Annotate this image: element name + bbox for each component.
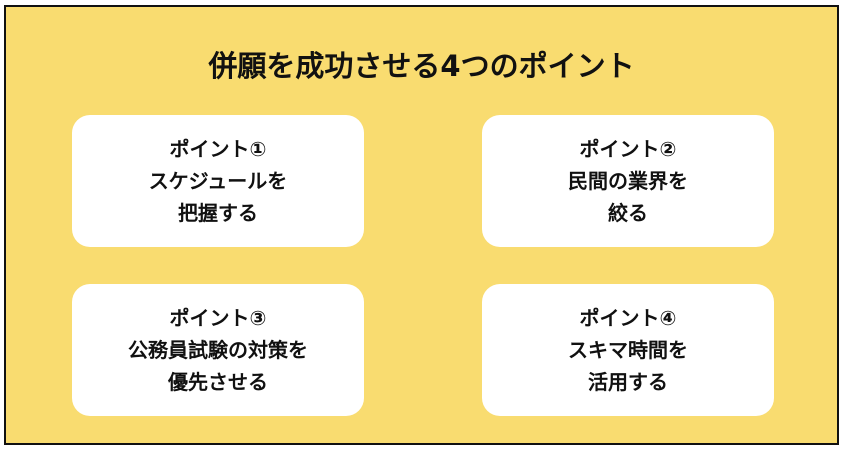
diagram-frame: 併願を成功させる4つのポイント ポイント① スケジュールを 把握する ポイント②… xyxy=(4,5,839,445)
point-heading: ポイント① xyxy=(169,137,267,161)
point-heading: ポイント② xyxy=(579,137,677,161)
diagram-title: 併願を成功させる4つのポイント xyxy=(208,49,635,83)
point-heading: ポイント③ xyxy=(169,306,267,330)
point-text: 絞る xyxy=(608,201,648,225)
point-card-3: ポイント③ 公務員試験の対策を 優先させる xyxy=(72,284,364,416)
point-card-2: ポイント② 民間の業界を 絞る xyxy=(482,115,774,247)
point-heading: ポイント④ xyxy=(579,306,677,330)
point-text: 活用する xyxy=(588,370,668,394)
point-card-4: ポイント④ スキマ時間を 活用する xyxy=(482,284,774,416)
point-text: スキマ時間を xyxy=(568,338,688,362)
point-text: 民間の業界を xyxy=(568,169,688,193)
point-card-1: ポイント① スケジュールを 把握する xyxy=(72,115,364,247)
point-text: スケジュールを xyxy=(148,169,288,193)
point-text: 優先させる xyxy=(168,370,268,394)
point-text: 把握する xyxy=(178,201,258,225)
point-text: 公務員試験の対策を xyxy=(128,338,308,362)
